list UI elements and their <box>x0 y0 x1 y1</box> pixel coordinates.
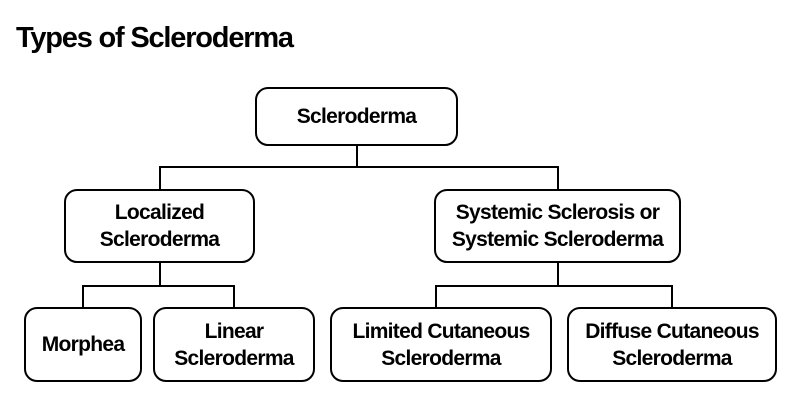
node-label: Localized Scleroderma <box>99 201 220 251</box>
node-diffuse-cutaneous-scleroderma: Diffuse Cutaneous Scleroderma <box>567 307 777 382</box>
node-label: Limited Cutaneous Scleroderma <box>352 319 530 370</box>
node-label: Diffuse Cutaneous Scleroderma <box>585 319 759 370</box>
node-systemic-scleroderma: Systemic Sclerosis or Systemic Scleroder… <box>434 189 681 263</box>
node-limited-cutaneous-scleroderma: Limited Cutaneous Scleroderma <box>330 307 552 382</box>
node-linear-scleroderma: Linear Scleroderma <box>153 307 315 382</box>
node-morphea: Morphea <box>24 307 142 382</box>
node-localized-scleroderma: Localized Scleroderma <box>64 189 255 263</box>
node-label: Morphea <box>41 333 125 356</box>
node-label: Scleroderma <box>296 105 417 128</box>
diagram-title: Types of Scleroderma <box>16 22 294 54</box>
node-scleroderma: Scleroderma <box>255 87 458 146</box>
node-label: Linear Scleroderma <box>174 319 294 370</box>
node-label: Systemic Sclerosis or Systemic Scleroder… <box>451 201 664 251</box>
